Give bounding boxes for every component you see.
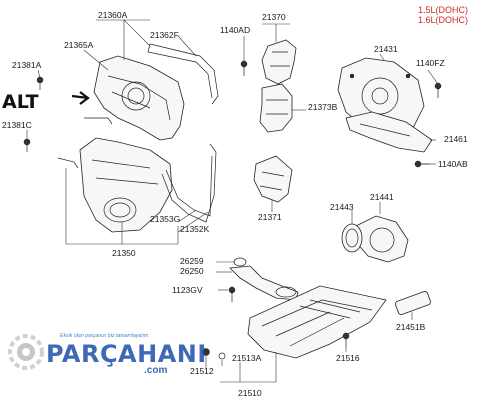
bolt-1140FZ: [434, 82, 442, 98]
label-26250: 26250: [180, 266, 204, 276]
oil-seal-21443: [341, 223, 363, 253]
label-1140AD: 1140AD: [220, 25, 250, 35]
dust-cover-21461: [345, 111, 433, 153]
label-26259: 26259: [180, 256, 204, 266]
oil-strainer-26250: [229, 265, 299, 301]
logo-name: PARÇAHANI: [46, 340, 207, 368]
version-label-1: 1.5L(DOHC): [418, 5, 468, 15]
label-21370: 21370: [262, 12, 286, 22]
bolt-21516: [342, 332, 350, 348]
parcahani-logo: Eksik olan parçanızı biz tamamlayalım. P…: [8, 333, 207, 376]
part-labels: 21360A 21362F 21365A 21381A 21381C 21350…: [2, 10, 468, 398]
bolt-1123GV: [228, 286, 236, 302]
label-21350: 21350: [112, 248, 136, 258]
bolt-21381A: [36, 76, 44, 90]
label-21371: 21371: [258, 212, 282, 222]
label-1123GV: 1123GV: [172, 285, 203, 295]
alt-annotation: ALT: [2, 91, 90, 113]
label-21512: 21512: [190, 366, 214, 376]
cover-gasket-upper: [147, 43, 219, 105]
bracket-21373B: [259, 83, 293, 133]
label-21510: 21510: [238, 388, 262, 398]
label-21516: 21516: [336, 353, 360, 363]
logo-slogan: Eksik olan parçanızı biz tamamlayalım.: [60, 333, 150, 339]
label-21431: 21431: [374, 44, 398, 54]
label-21360A: 21360A: [98, 10, 128, 20]
clip-bracket: [57, 117, 113, 169]
label-21461: 21461: [444, 134, 468, 144]
label-1140AB: 1140AB: [438, 159, 468, 169]
sealant-21451B: [395, 291, 431, 315]
label-21362F: 21362F: [150, 30, 179, 40]
label-21441: 21441: [370, 192, 394, 202]
version-label-2: 1.6L(DOHC): [418, 15, 468, 25]
alt-annotation-text: ALT: [2, 91, 39, 113]
drain-plug-21512: [202, 348, 210, 356]
label-21352K: 21352K: [180, 224, 210, 234]
upper-timing-cover: [93, 55, 185, 141]
oil-pan-21510: [247, 285, 387, 359]
label-21381A: 21381A: [12, 60, 42, 70]
cover-gasket-lower: [161, 143, 217, 223]
oil-seal-case-21441: [355, 215, 409, 263]
leader-lines: [26, 19, 439, 383]
bracket-21371: [253, 155, 293, 203]
lower-timing-cover: [79, 137, 173, 233]
label-21365A: 21365A: [64, 40, 94, 50]
label-21443: 21443: [330, 202, 354, 212]
logo-domain: .com: [144, 365, 167, 376]
label-21353G: 21353G: [150, 214, 180, 224]
gasket-21513A: [218, 352, 226, 360]
bolt-21381C: [23, 138, 31, 152]
label-21381C: 21381C: [2, 120, 32, 130]
bracket-21370: [261, 39, 297, 85]
label-21513A: 21513A: [232, 353, 262, 363]
gear-icon: [8, 334, 44, 370]
bolt-1140AD: [240, 60, 248, 76]
label-1140FZ: 1140FZ: [416, 58, 445, 68]
label-21373B: 21373B: [308, 102, 338, 112]
label-21451B: 21451B: [396, 322, 426, 332]
gasket-26259: [233, 257, 247, 267]
